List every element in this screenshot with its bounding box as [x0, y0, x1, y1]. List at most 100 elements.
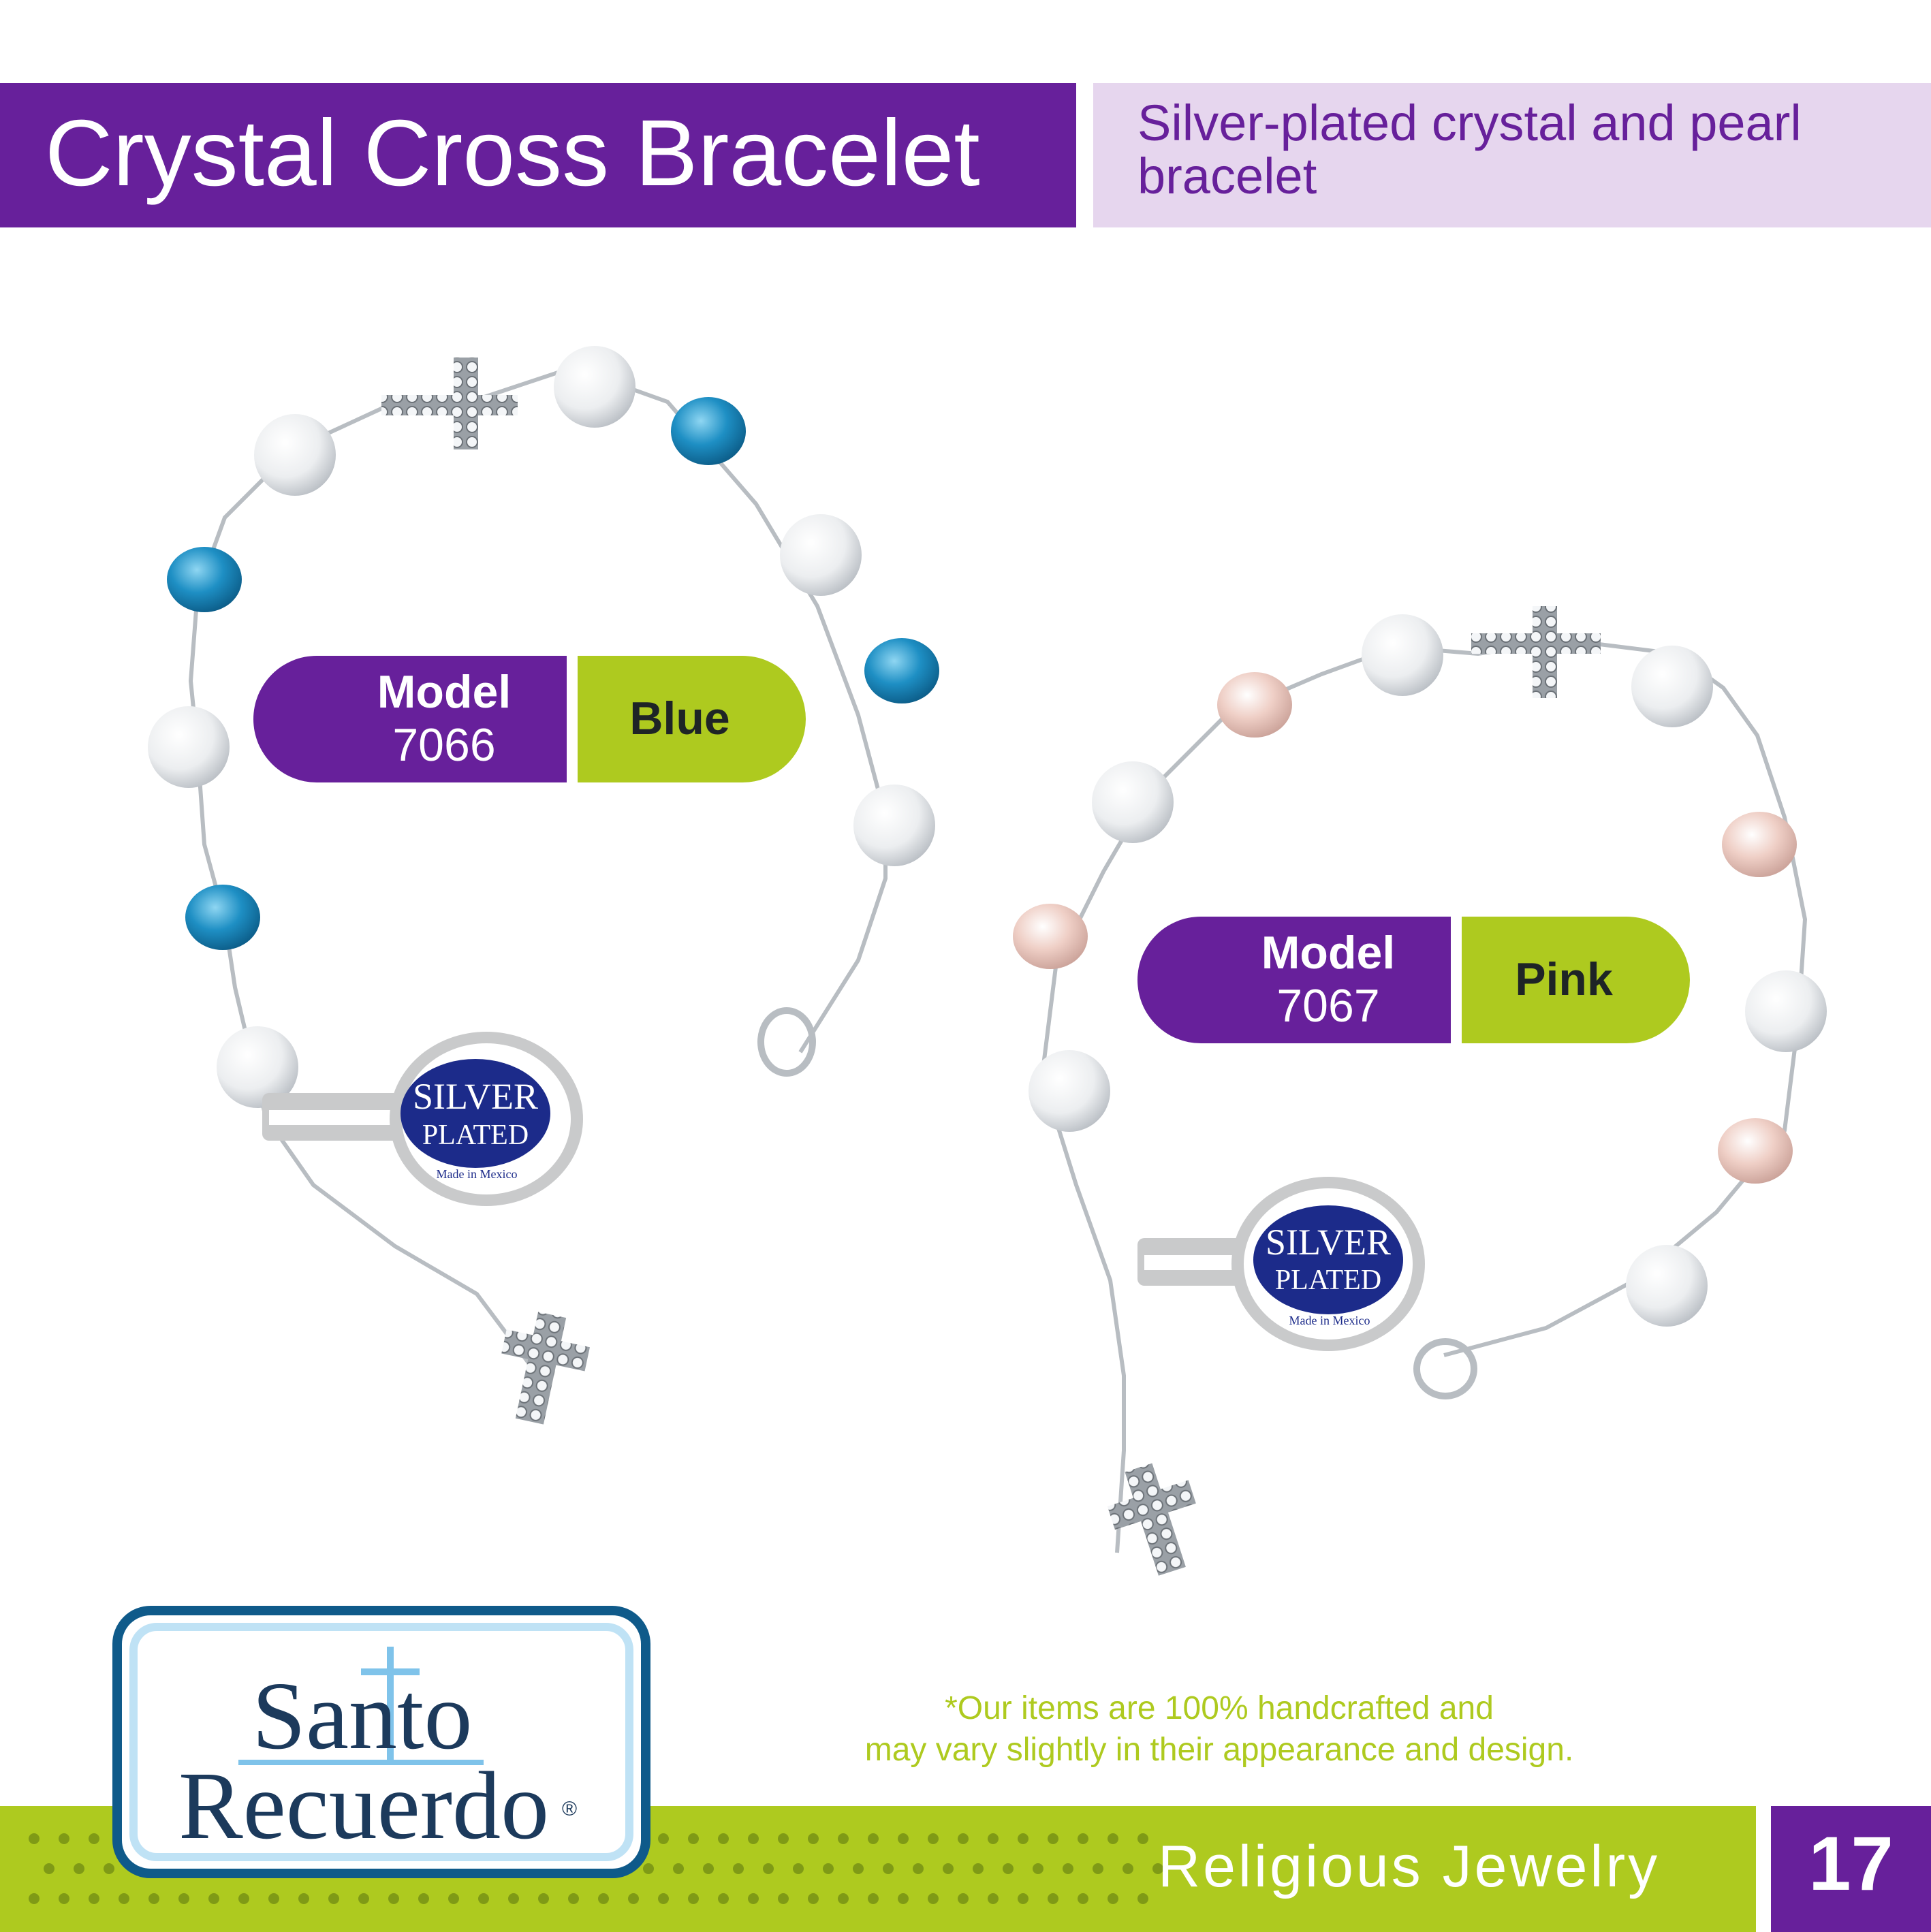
pattern-dot	[748, 1833, 759, 1844]
pattern-dot	[808, 1893, 819, 1904]
pattern-dot	[59, 1893, 69, 1904]
color-name: Blue	[629, 693, 730, 744]
model-number: 7066	[392, 719, 496, 771]
pattern-dot	[1152, 1863, 1163, 1874]
pattern-dot	[358, 1893, 369, 1904]
pattern-dot	[793, 1863, 804, 1874]
pattern-dot	[913, 1863, 924, 1874]
crystal-bead	[671, 397, 746, 465]
model-number: 7067	[1276, 980, 1380, 1032]
pattern-dot	[673, 1863, 684, 1874]
pearl-bead	[780, 514, 862, 596]
pattern-dot	[628, 1893, 639, 1904]
pattern-dot	[1018, 1833, 1029, 1844]
pearl-bead	[254, 414, 336, 496]
pattern-dot	[1063, 1863, 1073, 1874]
pattern-dot	[178, 1893, 189, 1904]
pattern-dot	[268, 1893, 279, 1904]
pattern-dot	[59, 1833, 69, 1844]
page-number-box	[1771, 1806, 1931, 1932]
pattern-dot	[328, 1893, 339, 1904]
pattern-dot	[1108, 1893, 1118, 1904]
lobster-clasp	[757, 1007, 816, 1077]
pattern-dot	[703, 1863, 714, 1874]
pattern-dot	[44, 1863, 54, 1874]
pattern-dot	[508, 1893, 519, 1904]
pattern-dot	[643, 1863, 654, 1874]
pattern-dot	[598, 1893, 609, 1904]
pattern-dot	[688, 1833, 699, 1844]
pattern-dot	[1003, 1863, 1014, 1874]
pattern-dot	[388, 1893, 399, 1904]
page-divider	[1756, 1806, 1771, 1932]
pattern-dot	[778, 1893, 789, 1904]
pattern-dot	[988, 1893, 999, 1904]
pattern-dot	[778, 1833, 789, 1844]
pearl-bead	[217, 1026, 298, 1108]
crystal-bead	[185, 885, 260, 950]
pattern-dot	[1108, 1833, 1118, 1844]
pattern-dot	[928, 1893, 939, 1904]
crystal-bead	[1718, 1118, 1793, 1184]
bracelet-7066-beads	[148, 346, 939, 1425]
model-badge-7066: Model 7066 Blue	[253, 656, 806, 782]
seal-line1: SILVER	[1266, 1222, 1391, 1263]
pattern-dot	[448, 1893, 459, 1904]
pattern-dot	[868, 1893, 879, 1904]
bracelet-7067-beads	[1013, 606, 1827, 1576]
pearl-bead	[554, 346, 635, 428]
crystal-bead	[1013, 904, 1088, 969]
pattern-dot	[898, 1893, 909, 1904]
seal-line2: PLATED	[1275, 1265, 1381, 1296]
silver-plated-seal: SILVER PLATED Made in Mexico	[262, 1032, 583, 1206]
pattern-dot	[29, 1893, 40, 1904]
cross-charm	[381, 395, 518, 415]
pattern-dot	[718, 1893, 729, 1904]
seal-line1: SILVER	[413, 1076, 538, 1117]
model-label: Model	[1261, 927, 1396, 979]
pattern-dot	[1048, 1893, 1058, 1904]
pattern-dot	[418, 1893, 429, 1904]
pearl-bead	[1029, 1050, 1110, 1132]
pattern-dot	[1033, 1863, 1043, 1874]
color-name: Pink	[1515, 953, 1613, 1005]
model-label: Model	[377, 666, 512, 718]
pattern-dot	[718, 1833, 729, 1844]
pearl-bead	[1631, 646, 1713, 727]
pattern-dot	[898, 1833, 909, 1844]
pattern-dot	[1018, 1893, 1029, 1904]
pearl-bead	[148, 706, 230, 788]
pattern-dot	[973, 1863, 984, 1874]
seal-line3: Made in Mexico	[1289, 1314, 1370, 1327]
crystal-bead	[864, 638, 939, 703]
seal-line3: Made in Mexico	[437, 1167, 518, 1181]
logo-registered-mark: ®	[562, 1798, 578, 1820]
cross-charm	[1125, 1463, 1186, 1576]
pattern-dot	[928, 1833, 939, 1844]
bracelet-7066	[188, 365, 888, 1377]
pattern-dot	[538, 1893, 549, 1904]
lobster-clasp	[1413, 1338, 1477, 1399]
pattern-dot	[808, 1833, 819, 1844]
pattern-dot	[119, 1893, 129, 1904]
pattern-dot	[943, 1863, 954, 1874]
pattern-dot	[838, 1893, 849, 1904]
pattern-dot	[478, 1893, 489, 1904]
disclaimer: *Our items are 100% handcrafted and may …	[804, 1688, 1635, 1771]
subtitle-box	[1093, 83, 1931, 227]
pearl-bead	[1092, 761, 1174, 843]
pattern-dot	[988, 1833, 999, 1844]
pattern-dot	[1078, 1833, 1088, 1844]
pattern-dot	[1093, 1863, 1103, 1874]
pattern-dot	[748, 1893, 759, 1904]
pattern-dot	[838, 1833, 849, 1844]
pearl-bead	[1626, 1245, 1708, 1327]
pattern-dot	[853, 1863, 864, 1874]
pattern-dot	[958, 1833, 969, 1844]
model-badge-left	[253, 656, 567, 782]
pattern-dot	[208, 1893, 219, 1904]
pattern-dot	[298, 1893, 309, 1904]
crystal-bead	[167, 547, 242, 612]
disclaimer-line1: *Our items are 100% handcrafted and	[945, 1690, 1494, 1726]
